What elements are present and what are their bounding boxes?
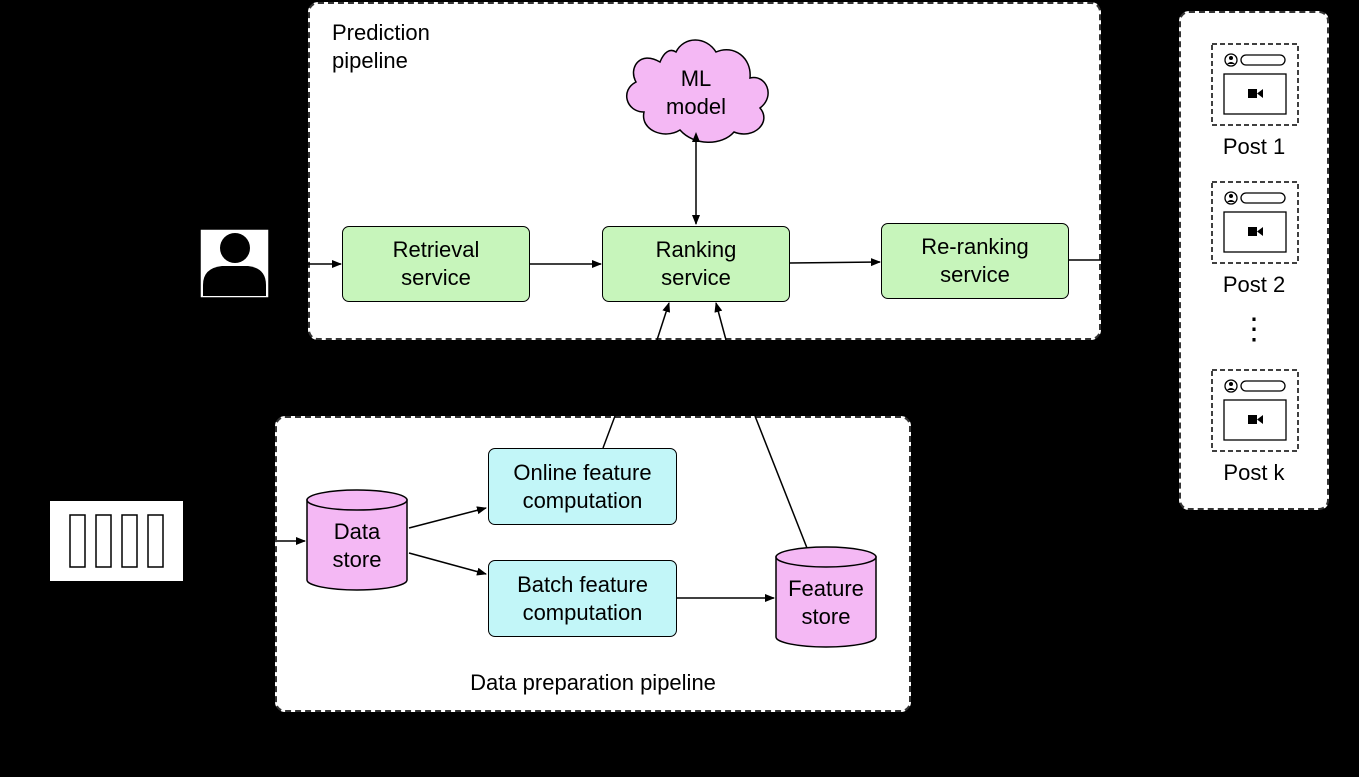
retrieval-service-box: Retrieval service [342,226,530,302]
ranking-service-box: Ranking service [602,226,790,302]
reranking-service-box: Re-ranking service [881,223,1069,299]
arrow-datastore-to-online [408,506,487,529]
batch-feature-computation-box: Batch feature computation [488,560,677,637]
featurestore-to-ranking-line [754,415,808,549]
post-card-k [1211,369,1299,452]
online-to-ranking-line [602,415,616,449]
post-card-2 [1211,181,1299,264]
user-icon [199,228,270,299]
prediction-pipeline-title: Prediction pipeline [332,20,430,73]
data-store-label: Data store [332,519,382,572]
arrow-ranking-to-reranking [789,258,881,267]
ellipsis-label: ⋮ [1239,313,1269,346]
post-card-1 [1211,43,1299,126]
arrow-datastore-to-batch [408,552,487,576]
feature-store-cylinder [775,546,877,648]
arrow-online-to-ranking [656,302,671,341]
feature-store-label: Feature store [788,576,864,629]
arrow-featurestore-to-ranking [714,302,727,341]
ml-model-label: ML model [666,66,726,119]
ml-model-cloud [626,39,769,143]
post-label-k: Post k [1223,460,1285,485]
online-feature-computation-box: Online feature computation [488,448,677,525]
post-label-2: Post 2 [1222,272,1286,297]
post-label-1: Post 1 [1222,134,1286,159]
data-store-cylinder [306,489,408,591]
data-preparation-pipeline-title: Data preparation pipeline [470,670,716,695]
events-queue-icon [50,501,183,581]
